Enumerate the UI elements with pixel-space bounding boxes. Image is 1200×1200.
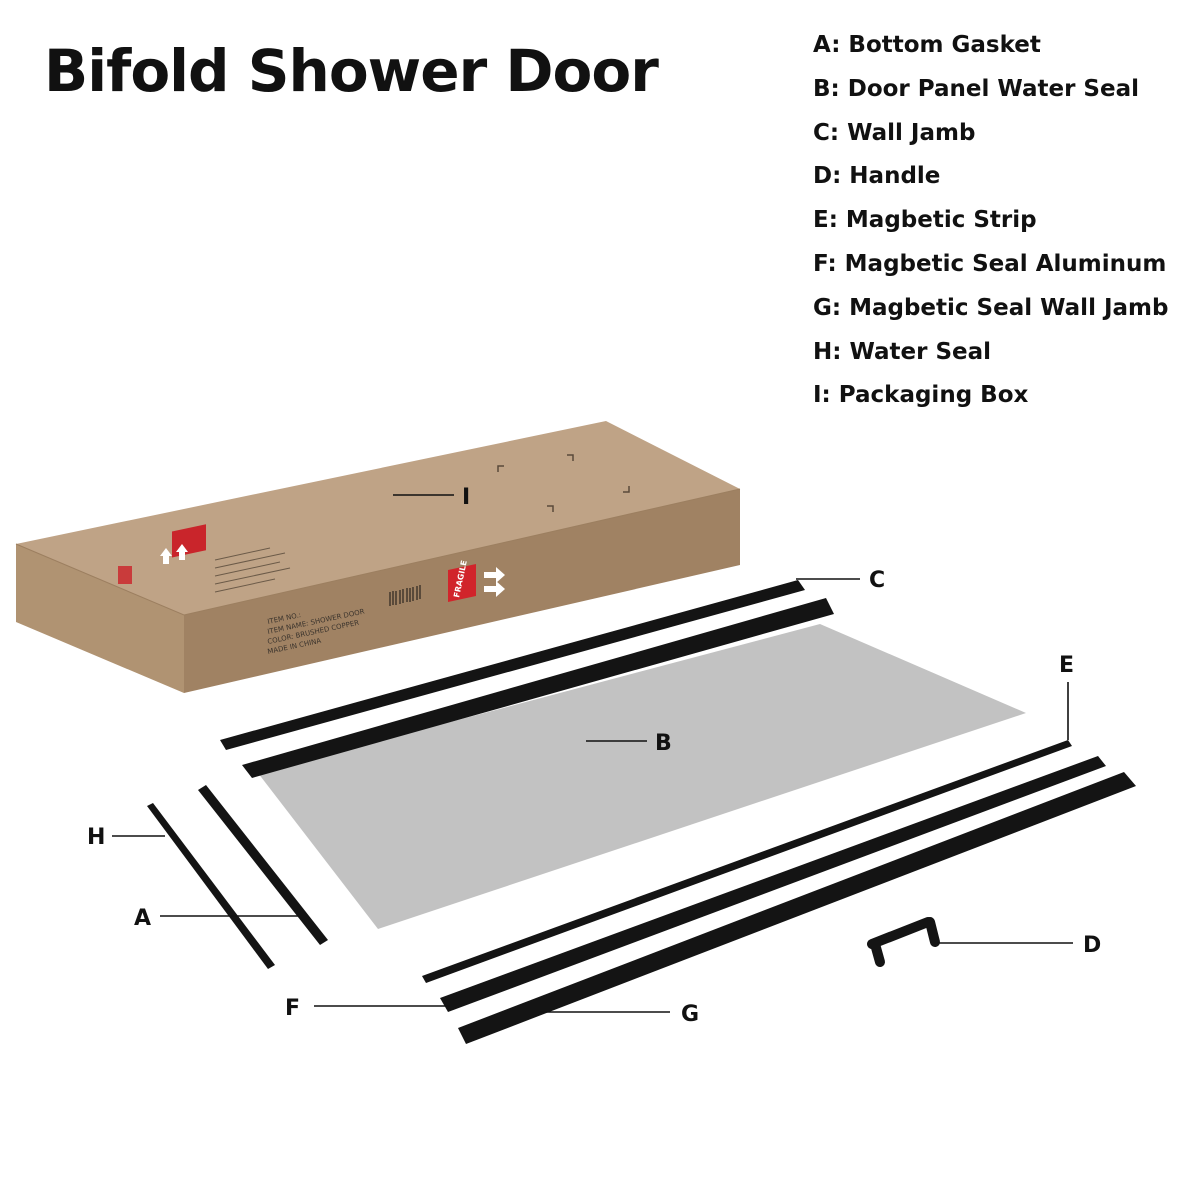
spec-text-lines xyxy=(214,547,291,593)
wall-jamb-rails xyxy=(220,580,834,778)
up-arrow-icon xyxy=(160,544,188,564)
legend-item-i: I: Packaging Box xyxy=(813,382,1029,409)
box-front-face xyxy=(16,544,184,693)
callout-label-f: F xyxy=(285,996,300,1021)
magnetic-seal-aluminum xyxy=(440,756,1106,1012)
handle-bar xyxy=(867,917,933,949)
wall-jamb-rail-lower xyxy=(242,598,834,778)
legend-item-c: C: Wall Jamb xyxy=(813,119,976,146)
handle xyxy=(867,917,940,967)
parts-legend: A: Bottom Gasket B: Door Panel Water Sea… xyxy=(813,30,1168,424)
warning-sticker xyxy=(118,566,132,584)
callout-label-i: I xyxy=(462,485,470,510)
fragile-sticker: FRAGILE xyxy=(448,559,476,602)
box-front-markings xyxy=(118,524,291,593)
callout-lines xyxy=(112,494,1073,1013)
right-arrow-icon xyxy=(484,567,505,597)
callout-label-g: G xyxy=(681,1002,699,1027)
wall-jamb-rail-upper xyxy=(220,580,805,750)
callout-label-e: E xyxy=(1059,653,1074,678)
legend-item-h: H: Water Seal xyxy=(813,338,992,365)
legend-item-e: E: Magbetic Strip xyxy=(813,207,1037,234)
legend-item-b: B: Door Panel Water Seal xyxy=(813,75,1139,102)
callout-label-b: B xyxy=(655,731,672,756)
barcode xyxy=(389,585,421,606)
callout-label-a: A xyxy=(134,906,151,931)
box-corner-marks xyxy=(497,454,630,512)
box-edge-line xyxy=(15,488,741,616)
callout-label-c: C xyxy=(869,568,885,593)
magnetic-strip xyxy=(422,740,1072,983)
callout-label-h: H xyxy=(87,825,105,850)
legend-item-g: G: Magbetic Seal Wall Jamb xyxy=(813,294,1169,321)
legend-item-a: A: Bottom Gasket xyxy=(813,32,1041,58)
callout-labels: I C B E H A D F G xyxy=(87,485,1101,1027)
glass-door-panel xyxy=(258,624,1026,929)
box-top-face xyxy=(16,421,740,615)
legend-item-f: F: Magbetic Seal Aluminum xyxy=(813,250,1167,277)
handle-post-right xyxy=(925,917,940,947)
packaging-box: ITEM NO.: ITEM NAME: SHOWER DOOR COLOR: … xyxy=(15,421,741,693)
handle-post-left xyxy=(870,939,885,967)
fragile-sticker-bg xyxy=(448,564,476,602)
magnetic-seal-wall-jamb xyxy=(458,772,1136,1044)
water-seal xyxy=(147,803,275,969)
legend-item-d: D: Handle xyxy=(813,163,941,190)
page-title: Bifold Shower Door xyxy=(44,37,659,105)
bottom-gasket xyxy=(198,785,328,945)
callout-label-d: D xyxy=(1083,933,1101,958)
